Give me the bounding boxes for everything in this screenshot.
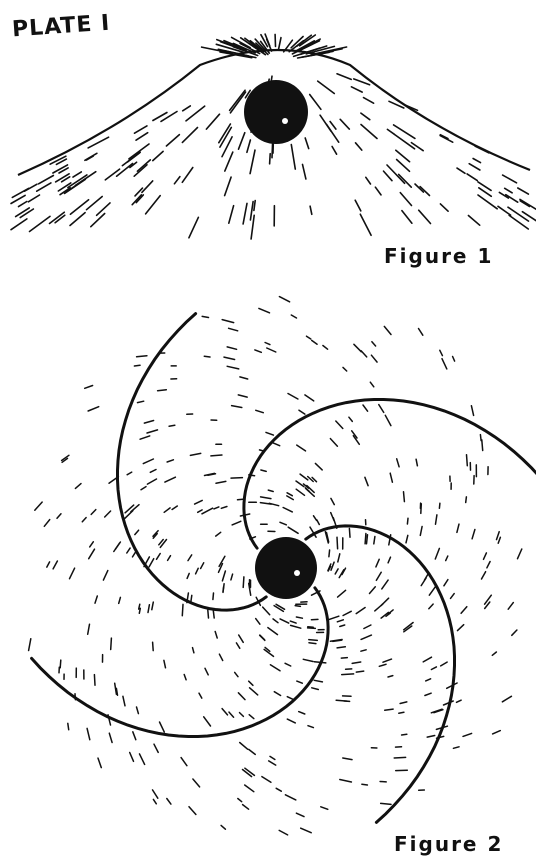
figure-2-spiral-sketch [0,290,536,840]
spiral-arm-1 [32,588,329,737]
figure-2-eye-highlight [294,570,300,576]
figure-2-eye [255,537,317,599]
figure-1-volcano-sketch [0,20,536,250]
spiral-arm-2 [118,314,267,610]
figure-1-caption: Figure 1 [384,244,493,268]
figure-1-eye [244,80,308,144]
figure-2-caption: Figure 2 [394,832,503,856]
figure-1-eye-highlight [282,118,288,124]
